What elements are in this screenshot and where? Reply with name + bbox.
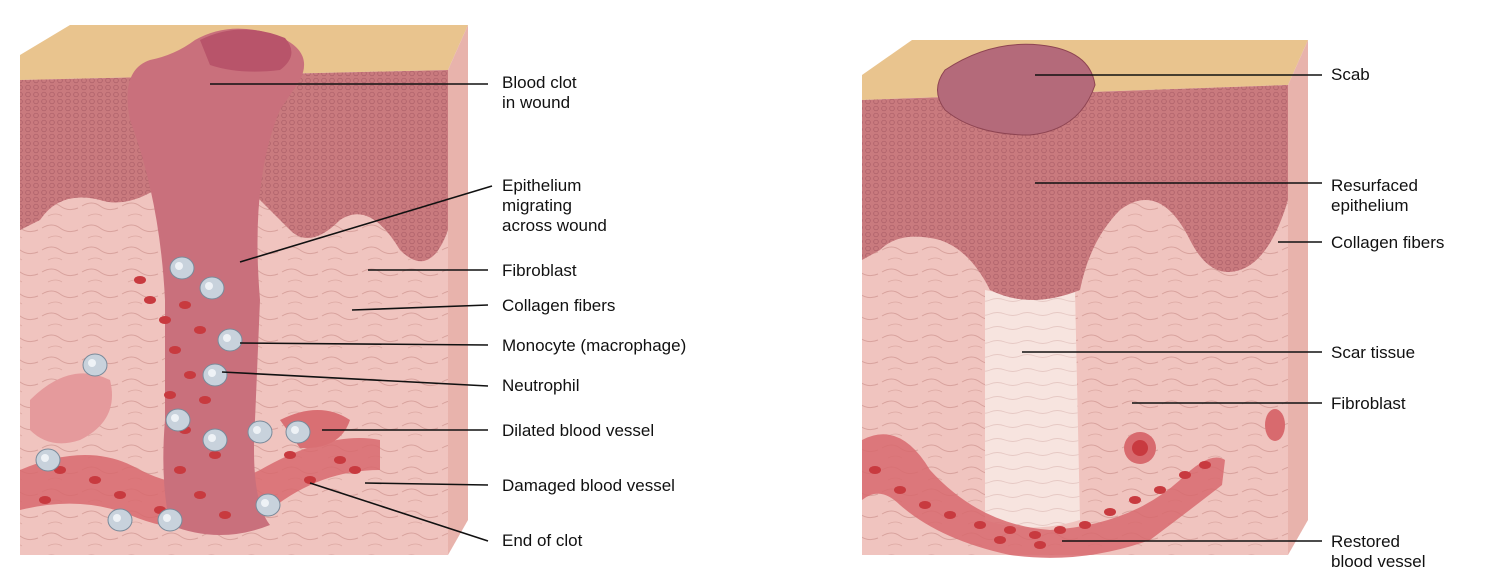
right-tissue-block <box>862 40 1308 558</box>
red-blood-cell <box>199 396 211 404</box>
label-damaged-blood-vessel: Damaged blood vessel <box>502 476 675 496</box>
left-side-face <box>448 25 468 555</box>
white-blood-cell-nucleus <box>175 262 183 270</box>
label-dilated-blood-vessel: Dilated blood vessel <box>502 421 654 441</box>
white-blood-cell-nucleus <box>171 414 179 422</box>
red-blood-cell <box>144 296 156 304</box>
red-blood-cell <box>134 276 146 284</box>
red-blood-cell <box>1004 526 1016 534</box>
right-side-face <box>1288 40 1308 555</box>
scar-tissue-fibers <box>985 290 1080 528</box>
red-blood-cell <box>869 466 881 474</box>
red-blood-cell <box>334 456 346 464</box>
label-fibroblast: Fibroblast <box>502 261 577 281</box>
red-blood-cell <box>1179 471 1191 479</box>
label-monocyte: Monocyte (macrophage) <box>502 336 686 356</box>
red-blood-cell <box>194 491 206 499</box>
red-blood-cell <box>974 521 986 529</box>
red-blood-cell <box>1029 531 1041 539</box>
white-blood-cell-nucleus <box>223 334 231 342</box>
red-blood-cell <box>184 371 196 379</box>
red-blood-cell <box>114 491 126 499</box>
red-blood-cell <box>919 501 931 509</box>
red-blood-cell <box>1129 496 1141 504</box>
red-blood-cell <box>219 511 231 519</box>
label-fibroblast-right: Fibroblast <box>1331 394 1406 414</box>
red-blood-cell <box>349 466 361 474</box>
white-blood-cell-nucleus <box>88 359 96 367</box>
red-blood-cell <box>1104 508 1116 516</box>
white-blood-cell-nucleus <box>41 454 49 462</box>
red-blood-cell <box>1034 541 1046 549</box>
red-blood-cell <box>194 326 206 334</box>
white-blood-cell-nucleus <box>291 426 299 434</box>
white-blood-cell-nucleus <box>253 426 261 434</box>
label-restored-blood-vessel: Restored blood vessel <box>1331 532 1426 572</box>
label-blood-clot: Blood clot in wound <box>502 73 577 113</box>
red-blood-cell <box>209 451 221 459</box>
red-blood-cell <box>1079 521 1091 529</box>
label-scab: Scab <box>1331 65 1370 85</box>
red-blood-cell <box>894 486 906 494</box>
red-blood-cell <box>89 476 101 484</box>
red-blood-cell <box>169 346 181 354</box>
red-blood-cell <box>1154 486 1166 494</box>
vessel-side-section <box>1265 409 1285 441</box>
label-collagen-fibers-right: Collagen fibers <box>1331 233 1444 253</box>
red-blood-cell <box>179 301 191 309</box>
red-blood-cell <box>1199 461 1211 469</box>
red-blood-cell <box>304 476 316 484</box>
red-blood-cell <box>1054 526 1066 534</box>
red-blood-cell <box>994 536 1006 544</box>
red-blood-cell <box>174 466 186 474</box>
red-blood-cell <box>284 451 296 459</box>
red-blood-cell <box>944 511 956 519</box>
white-blood-cell-nucleus <box>163 514 171 522</box>
white-blood-cell-nucleus <box>208 369 216 377</box>
label-resurfaced-epithelium: Resurfaced epithelium <box>1331 176 1418 216</box>
label-end-of-clot: End of clot <box>502 531 582 551</box>
white-blood-cell-nucleus <box>261 499 269 507</box>
label-epithelium-migrating: Epithelium migrating across wound <box>502 176 607 236</box>
label-collagen-fibers: Collagen fibers <box>502 296 615 316</box>
white-blood-cell-nucleus <box>205 282 213 290</box>
red-blood-cell <box>164 391 176 399</box>
label-neutrophil: Neutrophil <box>502 376 580 396</box>
red-blood-cell <box>159 316 171 324</box>
red-blood-cell <box>39 496 51 504</box>
vessel-lumen <box>1132 440 1148 456</box>
white-blood-cell-nucleus <box>208 434 216 442</box>
white-blood-cell-nucleus <box>113 514 121 522</box>
label-scar-tissue: Scar tissue <box>1331 343 1415 363</box>
left-tissue-block <box>20 25 468 555</box>
clot-top <box>200 29 291 71</box>
